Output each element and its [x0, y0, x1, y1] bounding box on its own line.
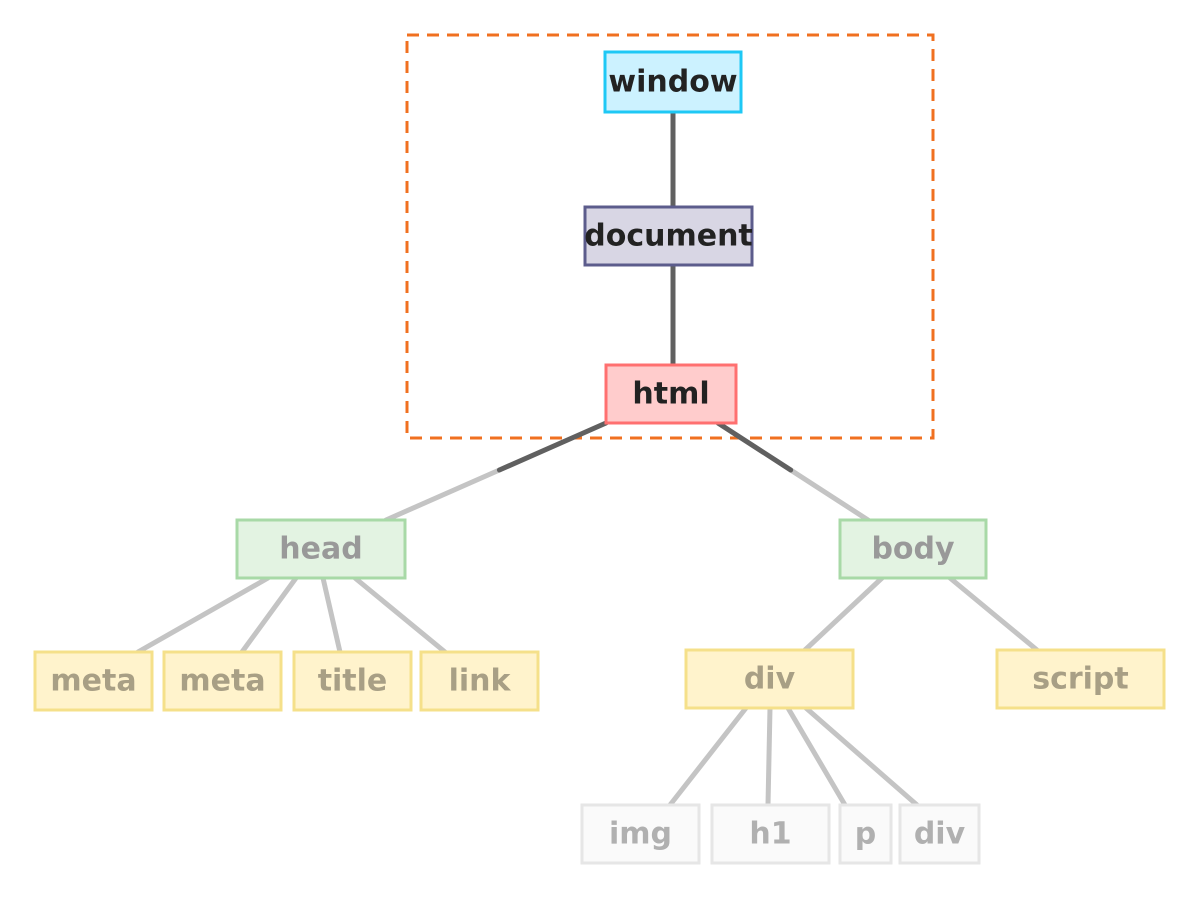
node-script-box	[995, 648, 1166, 710]
node-meta1-label: meta	[50, 664, 136, 699]
node-html-label: html	[632, 377, 709, 412]
node-div2: div	[898, 803, 981, 865]
node-div2-label: div	[914, 817, 966, 852]
edge-head-meta2	[239, 575, 299, 655]
node-p-box	[838, 803, 893, 865]
node-img-label: img	[609, 817, 672, 852]
node-title: title	[292, 650, 413, 712]
edge-html-body-inner	[715, 420, 794, 473]
node-document-label: document	[584, 219, 753, 254]
node-document-box	[583, 205, 754, 267]
edge-div1-h1	[765, 705, 773, 808]
node-meta1: meta	[33, 650, 154, 712]
edge-head-link	[352, 575, 448, 655]
node-title-label: title	[318, 664, 388, 699]
edge-body-script	[947, 575, 1040, 653]
node-meta2: meta	[162, 650, 283, 712]
edge-div1-div2	[803, 705, 920, 808]
node-div1-box	[684, 648, 855, 710]
node-head-box	[235, 518, 407, 580]
edge-html-head-inner	[496, 420, 609, 473]
node-link-label: link	[449, 664, 512, 699]
node-div1: div	[684, 648, 855, 710]
node-div2-box	[898, 803, 981, 865]
node-body-label: body	[871, 532, 955, 567]
edge-head-meta1	[135, 575, 271, 655]
node-h1-box	[710, 803, 831, 865]
node-p: p	[838, 803, 893, 865]
highlight-group-box	[405, 33, 935, 440]
node-h1: h1	[710, 803, 831, 865]
node-window: window	[603, 50, 743, 114]
node-meta2-label: meta	[179, 664, 265, 699]
node-body-box	[838, 518, 988, 580]
node-p-label: p	[855, 817, 876, 852]
node-window-label: window	[608, 65, 737, 100]
node-img-box	[580, 803, 701, 865]
node-document: document	[583, 205, 754, 267]
node-meta2-box	[162, 650, 283, 712]
node-div1-label: div	[744, 662, 796, 697]
node-head-label: head	[279, 532, 362, 567]
edge-body-div1	[802, 575, 885, 653]
node-html: html	[604, 363, 738, 425]
edge-html-body-outer	[788, 467, 871, 523]
node-link: link	[419, 650, 540, 712]
node-h1-label: h1	[749, 817, 791, 852]
edge-head-title	[320, 575, 343, 655]
node-html-box	[604, 363, 738, 425]
node-img: img	[580, 803, 701, 865]
node-window-box	[603, 50, 743, 114]
node-title-box	[292, 650, 413, 712]
edge-html-head-outer	[383, 467, 502, 523]
edges-layer	[135, 109, 1040, 808]
node-script-label: script	[1032, 662, 1129, 697]
nodes-layer: window document html head body meta meta title l…	[33, 50, 1166, 865]
edge-div1-p	[785, 705, 848, 808]
node-meta1-box	[33, 650, 154, 712]
node-link-box	[419, 650, 540, 712]
node-body: body	[838, 518, 988, 580]
node-script: script	[995, 648, 1166, 710]
node-head: head	[235, 518, 407, 580]
edge-div1-img	[667, 705, 749, 808]
